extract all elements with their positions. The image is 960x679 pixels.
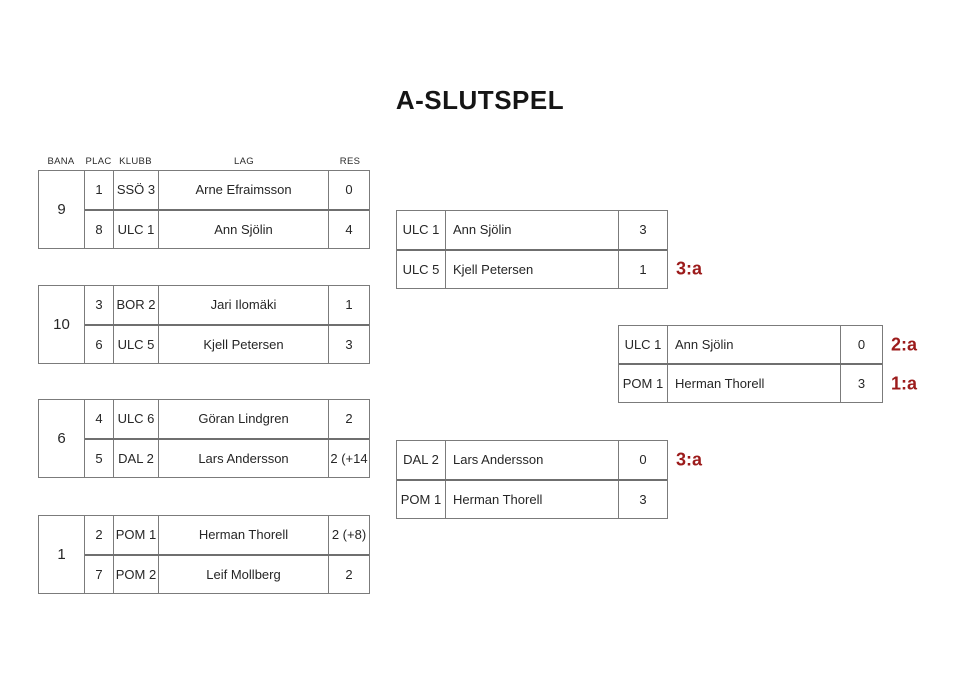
column-header-plac: PLAC bbox=[85, 156, 112, 167]
match-row: ULC 1 Ann Sjölin 0 2:a bbox=[619, 326, 917, 365]
match-row: POM 1 Herman Thorell 3 1:a bbox=[619, 365, 917, 402]
klubb-cell: ULC 5 bbox=[114, 325, 159, 363]
match-row: 1 SSÖ 3 Arne Efraimsson 0 bbox=[85, 171, 369, 211]
match-row: 3 BOR 2 Jari Ilomäki 1 bbox=[85, 286, 369, 326]
res-cell: 3 bbox=[345, 336, 353, 352]
lag-cell: Herman Thorell bbox=[159, 516, 329, 554]
column-header-res: RES bbox=[339, 156, 361, 167]
match-table-bana-1: 1 2 POM 1 Herman Thorell 2 (+8) 7 POM 2 … bbox=[38, 515, 370, 594]
place-label: 2:a bbox=[891, 334, 918, 354]
res-cell: 2 bbox=[345, 566, 353, 582]
lag-cell: Göran Lindgren bbox=[159, 400, 329, 438]
klubb-cell: DAL 2 bbox=[397, 441, 446, 479]
lag-cell: Herman Thorell bbox=[668, 365, 841, 402]
column-header-lag: LAG bbox=[234, 156, 254, 167]
place-label: 3:a bbox=[676, 449, 703, 470]
klubb-cell: ULC 1 bbox=[397, 211, 446, 249]
lag-cell: Lars Andersson bbox=[159, 439, 329, 477]
bana-cell: 6 bbox=[39, 400, 85, 477]
lag-cell: Ann Sjölin bbox=[668, 326, 841, 363]
semifinal-table-2: DAL 2 Lars Andersson 0 3:a POM 1 Herman … bbox=[396, 440, 702, 519]
match-row: 4 ULC 6 Göran Lindgren 2 bbox=[85, 400, 369, 440]
klubb-cell: SSÖ 3 bbox=[114, 171, 159, 209]
place-label: 3:a bbox=[676, 258, 703, 279]
lag-cell: Herman Thorell bbox=[446, 480, 619, 518]
plac-cell: 1 bbox=[85, 171, 114, 209]
klubb-cell: POM 1 bbox=[619, 365, 668, 402]
match-row: 2 POM 1 Herman Thorell 2 (+8) bbox=[85, 516, 369, 556]
res-cell: 2 bbox=[345, 411, 353, 427]
lag-cell: Lars Andersson bbox=[446, 441, 619, 479]
klubb-cell: POM 1 bbox=[114, 516, 159, 554]
lag-cell: Ann Sjölin bbox=[446, 211, 619, 249]
lag-cell: Leif Mollberg bbox=[159, 555, 329, 593]
res-cell: 2 (+8) bbox=[331, 527, 367, 543]
match-row: ULC 1 Ann Sjölin 3 bbox=[397, 211, 667, 251]
lag-cell: Ann Sjölin bbox=[159, 210, 329, 248]
res-cell: 2 (+14 bbox=[330, 450, 368, 466]
page-title: A-SLUTSPEL bbox=[395, 85, 565, 115]
plac-cell: 4 bbox=[85, 400, 114, 438]
res-cell: 1 bbox=[345, 297, 353, 313]
column-header-klubb: KLUBB bbox=[119, 156, 152, 167]
place-label: 1:a bbox=[891, 373, 918, 393]
res-cell: 0 bbox=[345, 182, 353, 198]
match-row: 5 DAL 2 Lars Andersson 2 (+14 bbox=[85, 439, 369, 477]
final-table: ULC 1 Ann Sjölin 0 2:a POM 1 Herman Thor… bbox=[618, 325, 917, 403]
res-cell: 4 bbox=[345, 221, 353, 237]
column-header-bana: BANA bbox=[47, 156, 75, 167]
match-row: 6 ULC 5 Kjell Petersen 3 bbox=[85, 325, 369, 363]
lag-cell: Kjell Petersen bbox=[446, 250, 619, 288]
klubb-cell: POM 1 bbox=[397, 480, 446, 518]
klubb-cell: POM 2 bbox=[114, 555, 159, 593]
bana-cell: 10 bbox=[39, 286, 85, 363]
klubb-cell: ULC 6 bbox=[114, 400, 159, 438]
bana-cell: 9 bbox=[39, 171, 85, 248]
lag-cell: Jari Ilomäki bbox=[159, 286, 329, 324]
match-row: POM 1 Herman Thorell 3 bbox=[397, 480, 667, 518]
match-row: 7 POM 2 Leif Mollberg 2 bbox=[85, 555, 369, 593]
match-table-bana-6: 6 4 ULC 6 Göran Lindgren 2 5 DAL 2 Lars … bbox=[38, 399, 370, 478]
match-row: 8 ULC 1 Ann Sjölin 4 bbox=[85, 210, 369, 248]
res-cell: 3 bbox=[639, 222, 647, 238]
klubb-cell: ULC 5 bbox=[397, 250, 446, 288]
plac-cell: 3 bbox=[85, 286, 114, 324]
klubb-cell: BOR 2 bbox=[114, 286, 159, 324]
plac-cell: 5 bbox=[85, 439, 114, 477]
match-table-bana-9: 9 1 SSÖ 3 Arne Efraimsson 0 8 ULC 1 Ann … bbox=[38, 170, 370, 249]
match-table-bana-10: 10 3 BOR 2 Jari Ilomäki 1 6 ULC 5 Kjell … bbox=[38, 285, 370, 364]
match-row: ULC 5 Kjell Petersen 1 3:a bbox=[397, 250, 702, 288]
plac-cell: 8 bbox=[85, 210, 114, 248]
res-cell: 0 bbox=[857, 337, 866, 352]
match-row: DAL 2 Lars Andersson 0 3:a bbox=[397, 441, 702, 481]
lag-cell: Arne Efraimsson bbox=[159, 171, 329, 209]
klubb-cell: DAL 2 bbox=[114, 439, 159, 477]
lag-cell: Kjell Petersen bbox=[159, 325, 329, 363]
res-cell: 3 bbox=[857, 376, 866, 391]
plac-cell: 7 bbox=[85, 555, 114, 593]
res-cell: 1 bbox=[639, 261, 647, 277]
plac-cell: 2 bbox=[85, 516, 114, 554]
plac-cell: 6 bbox=[85, 325, 114, 363]
klubb-cell: ULC 1 bbox=[114, 210, 159, 248]
res-cell: 3 bbox=[639, 491, 647, 507]
bana-cell: 1 bbox=[39, 516, 85, 593]
res-cell: 0 bbox=[639, 452, 647, 468]
semifinal-table-1: ULC 1 Ann Sjölin 3 ULC 5 Kjell Petersen … bbox=[396, 210, 702, 289]
klubb-cell: ULC 1 bbox=[619, 326, 668, 363]
